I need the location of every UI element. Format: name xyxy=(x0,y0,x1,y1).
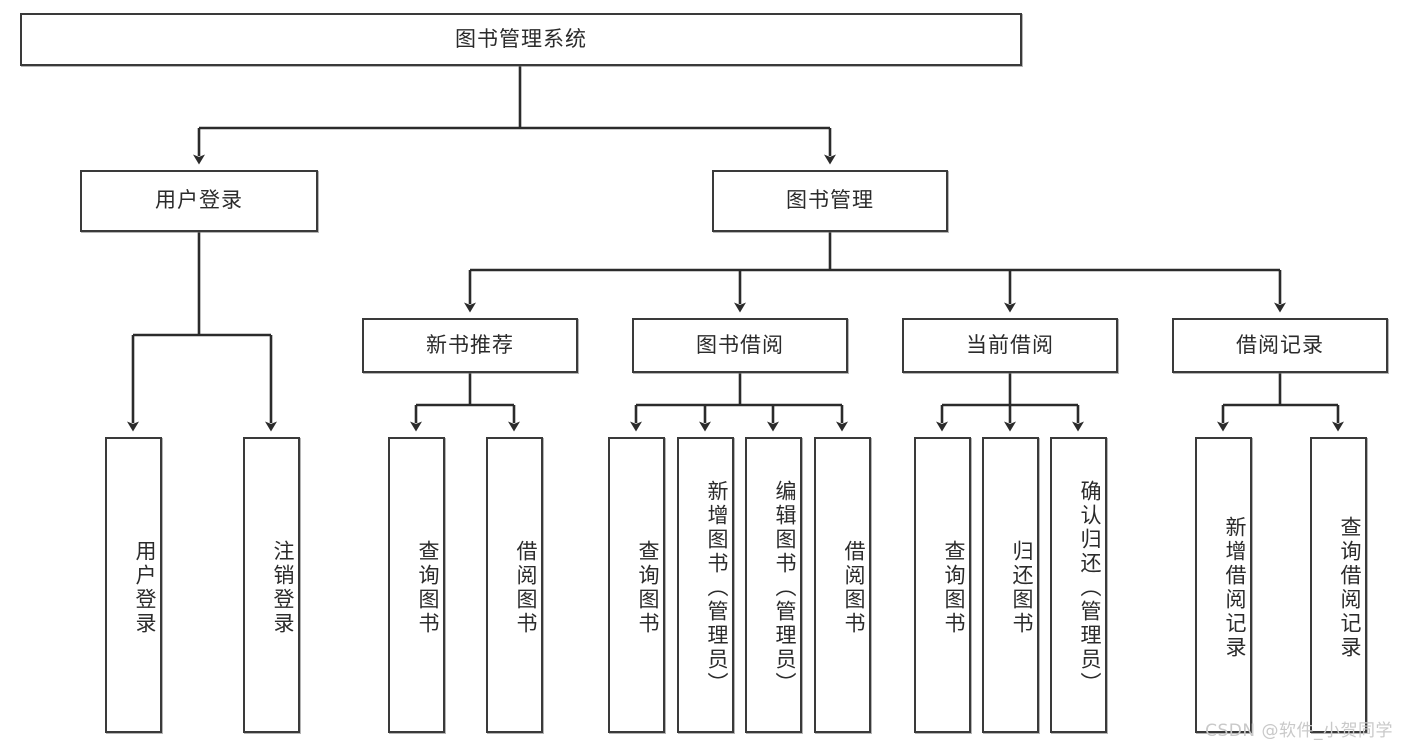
leaf-logout[interactable]: 注销登录 xyxy=(243,437,300,733)
leaf-user-login-label: 用户登录 xyxy=(133,540,157,636)
leaf-return-book-label: 归还图书 xyxy=(1010,540,1034,636)
node-book-manage-label: 图书管理 xyxy=(786,188,874,213)
node-current-borrow[interactable]: 当前借阅 xyxy=(902,318,1118,373)
leaf-confirm-return-label: 确认归还（管理员） xyxy=(1078,480,1102,696)
leaf-add-book-label: 新增图书（管理员） xyxy=(705,480,729,696)
node-new-book-recommend[interactable]: 新书推荐 xyxy=(362,318,578,373)
leaf-borrow-book-1-label: 借阅图书 xyxy=(514,540,538,636)
leaf-query-book-1-label: 查询图书 xyxy=(416,540,440,636)
node-borrow-record-label: 借阅记录 xyxy=(1236,332,1324,357)
node-new-book-recommend-label: 新书推荐 xyxy=(426,332,514,357)
node-user-login[interactable]: 用户登录 xyxy=(80,170,318,232)
node-book-manage[interactable]: 图书管理 xyxy=(712,170,948,232)
node-book-borrow-label: 图书借阅 xyxy=(696,332,784,357)
leaf-query-book-2[interactable]: 查询图书 xyxy=(608,437,665,733)
node-root[interactable]: 图书管理系统 xyxy=(20,13,1022,66)
leaf-query-borrow-record[interactable]: 查询借阅记录 xyxy=(1310,437,1367,733)
leaf-logout-label: 注销登录 xyxy=(271,540,295,636)
node-book-borrow[interactable]: 图书借阅 xyxy=(632,318,848,373)
leaf-add-borrow-record-label: 新增借阅记录 xyxy=(1223,516,1247,660)
leaf-edit-book[interactable]: 编辑图书（管理员） xyxy=(745,437,802,733)
node-root-label: 图书管理系统 xyxy=(455,26,587,51)
watermark: CSDN @软件_小贺同学 xyxy=(1205,721,1393,741)
node-borrow-record[interactable]: 借阅记录 xyxy=(1172,318,1388,373)
leaf-return-book[interactable]: 归还图书 xyxy=(982,437,1039,733)
leaf-borrow-book-2[interactable]: 借阅图书 xyxy=(814,437,871,733)
leaf-query-book-3-label: 查询图书 xyxy=(942,540,966,636)
leaf-add-borrow-record[interactable]: 新增借阅记录 xyxy=(1195,437,1252,733)
leaf-add-book[interactable]: 新增图书（管理员） xyxy=(677,437,734,733)
leaf-borrow-book-1[interactable]: 借阅图书 xyxy=(486,437,543,733)
leaf-query-borrow-record-label: 查询借阅记录 xyxy=(1338,516,1362,660)
leaf-user-login[interactable]: 用户登录 xyxy=(105,437,162,733)
leaf-confirm-return[interactable]: 确认归还（管理员） xyxy=(1050,437,1107,733)
node-user-login-label: 用户登录 xyxy=(155,188,243,213)
leaf-query-book-1[interactable]: 查询图书 xyxy=(388,437,445,733)
leaf-borrow-book-2-label: 借阅图书 xyxy=(842,540,866,636)
leaf-query-book-3[interactable]: 查询图书 xyxy=(914,437,971,733)
leaf-query-book-2-label: 查询图书 xyxy=(636,540,660,636)
node-current-borrow-label: 当前借阅 xyxy=(966,332,1054,357)
leaf-edit-book-label: 编辑图书（管理员） xyxy=(773,480,797,696)
